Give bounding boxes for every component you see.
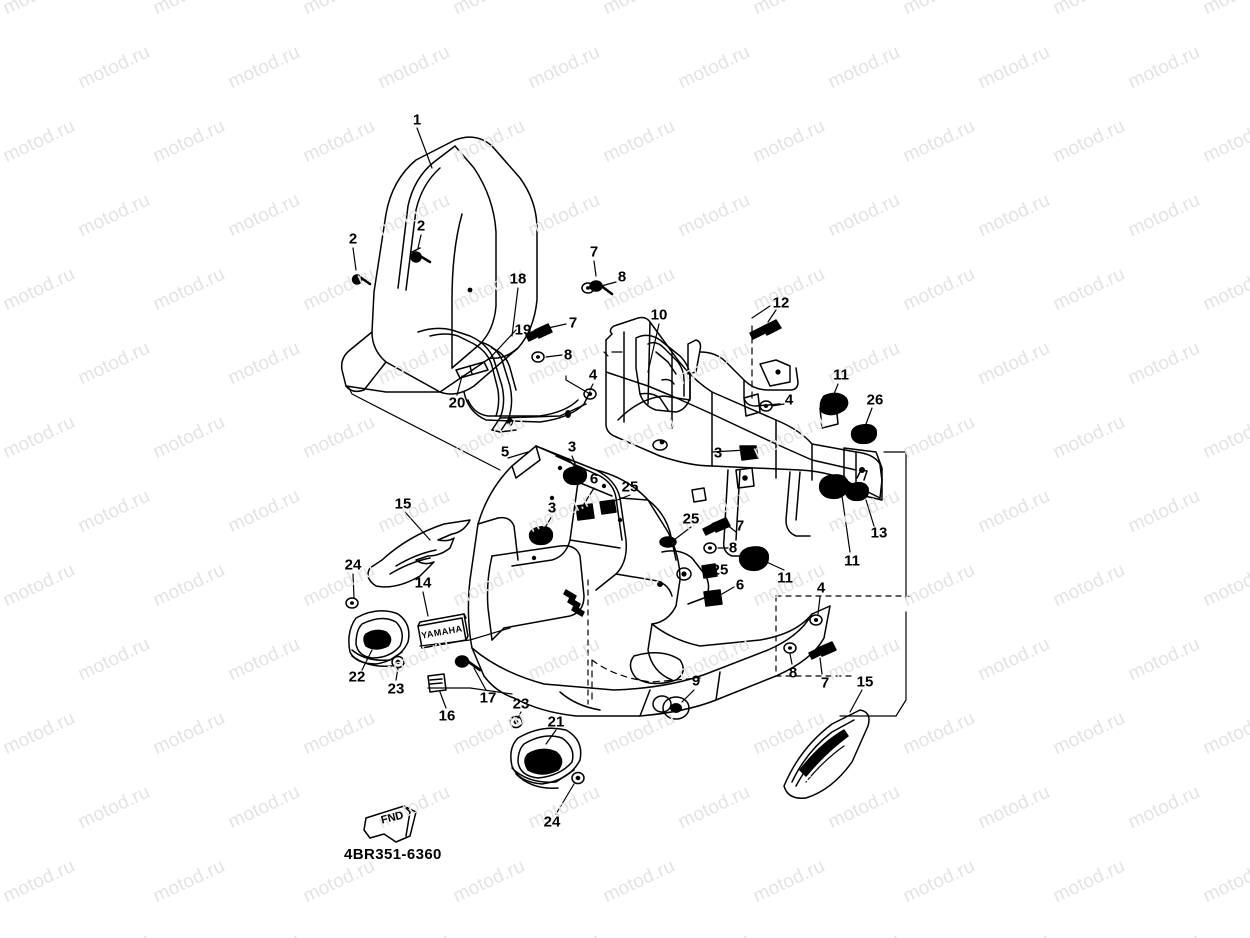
callout-number-8: 8 — [617, 268, 627, 286]
callout-number-26: 26 — [866, 391, 884, 409]
callout-number-7: 7 — [568, 314, 578, 332]
bolt-part-7-c — [702, 517, 731, 536]
callout-number-25: 25 — [682, 510, 700, 528]
clip-part-16 — [427, 673, 447, 693]
callout-number-1: 1 — [412, 111, 422, 129]
washer-part-24-lower — [571, 771, 585, 785]
callout-number-7: 7 — [589, 243, 599, 261]
callout-number-4: 4 — [816, 579, 826, 597]
washer-part-8-d — [783, 642, 797, 654]
callout-number-8: 8 — [728, 539, 738, 557]
callout-number-21: 21 — [547, 713, 565, 731]
callout-number-3: 3 — [713, 444, 723, 462]
callout-number-15: 15 — [394, 495, 412, 513]
callout-number-10: 10 — [650, 306, 668, 324]
graphic-part-15-diversion — [783, 709, 870, 799]
mirror-part-21 — [510, 727, 582, 789]
damper-part-11-upper — [819, 392, 849, 416]
callout-number-8: 8 — [788, 664, 798, 682]
plate-part-20 — [455, 361, 489, 379]
callout-number-3: 3 — [547, 499, 557, 517]
grommet-part-9 — [652, 695, 690, 720]
fnd-tag — [363, 805, 417, 843]
callout-number-24: 24 — [543, 813, 561, 831]
collar-part-13 — [844, 469, 870, 502]
callout-number-6: 6 — [589, 470, 599, 488]
grommet-part-3-b — [528, 525, 554, 546]
callout-number-7: 7 — [735, 517, 745, 535]
callout-number-9: 9 — [691, 672, 701, 690]
part-number-caption: 4BR351-6360 — [344, 846, 442, 863]
callout-number-23: 23 — [387, 680, 405, 698]
nut-part-23-lower — [509, 715, 523, 729]
callout-number-4: 4 — [588, 366, 598, 384]
clip-part-25-c — [701, 563, 718, 579]
damper-part-11-mid — [818, 474, 850, 500]
callout-number-6: 6 — [735, 576, 745, 594]
washer-part-8-b — [531, 351, 545, 363]
callout-number-18: 18 — [509, 270, 527, 288]
damper-part-11-lower — [738, 546, 770, 572]
callout-number-2: 2 — [416, 217, 426, 235]
callout-number-25: 25 — [621, 478, 639, 496]
bolt-part-17 — [454, 655, 482, 672]
screw-part-2-mid — [410, 247, 432, 264]
callout-number-16: 16 — [438, 707, 456, 725]
callout-number-20: 20 — [448, 394, 466, 412]
clip-part-6-a — [575, 503, 595, 521]
clip-part-25-b — [659, 536, 677, 548]
callout-number-12: 12 — [772, 294, 790, 312]
callout-number-11: 11 — [833, 366, 849, 384]
graphic-part-15-left — [367, 519, 471, 588]
callout-number-5: 5 — [500, 443, 510, 461]
callout-number-14: 14 — [414, 574, 432, 592]
callout-number-11: 11 — [777, 569, 793, 587]
leader-lines — [352, 127, 875, 815]
windshield-bracket-part-18 — [417, 327, 591, 433]
bushing-part-26 — [850, 423, 878, 445]
callout-number-17: 17 — [479, 689, 497, 707]
callout-number-13: 13 — [870, 524, 888, 542]
washer-part-8-c — [703, 542, 717, 554]
bolt-part-7-top — [589, 280, 614, 296]
callout-number-24: 24 — [344, 556, 362, 574]
callout-number-15: 15 — [856, 673, 874, 691]
callout-number-22: 22 — [348, 668, 366, 686]
cowling-body-part-5 — [467, 445, 831, 717]
callout-number-3: 3 — [567, 438, 577, 456]
washer-part-4-right — [809, 614, 823, 626]
windshield-part-1 — [340, 136, 538, 395]
clip-part-6-b — [703, 589, 723, 607]
callout-number-7: 7 — [820, 674, 830, 692]
washer-part-24-left — [345, 597, 359, 609]
bolt-part-7-d — [808, 641, 837, 660]
callout-number-4: 4 — [784, 391, 794, 409]
callout-number-25: 25 — [711, 561, 729, 579]
grommet-part-3-a — [562, 465, 588, 486]
clip-part-25-a — [599, 499, 617, 515]
callout-number-23: 23 — [512, 695, 530, 713]
callout-number-11: 11 — [844, 552, 860, 570]
callout-number-19: 19 — [514, 321, 532, 339]
callout-number-8: 8 — [563, 346, 573, 364]
callout-number-2: 2 — [348, 230, 358, 248]
mirror-part-22 — [348, 610, 410, 668]
screw-part-2-left — [351, 274, 372, 286]
assembly-reference-lines — [347, 305, 917, 717]
